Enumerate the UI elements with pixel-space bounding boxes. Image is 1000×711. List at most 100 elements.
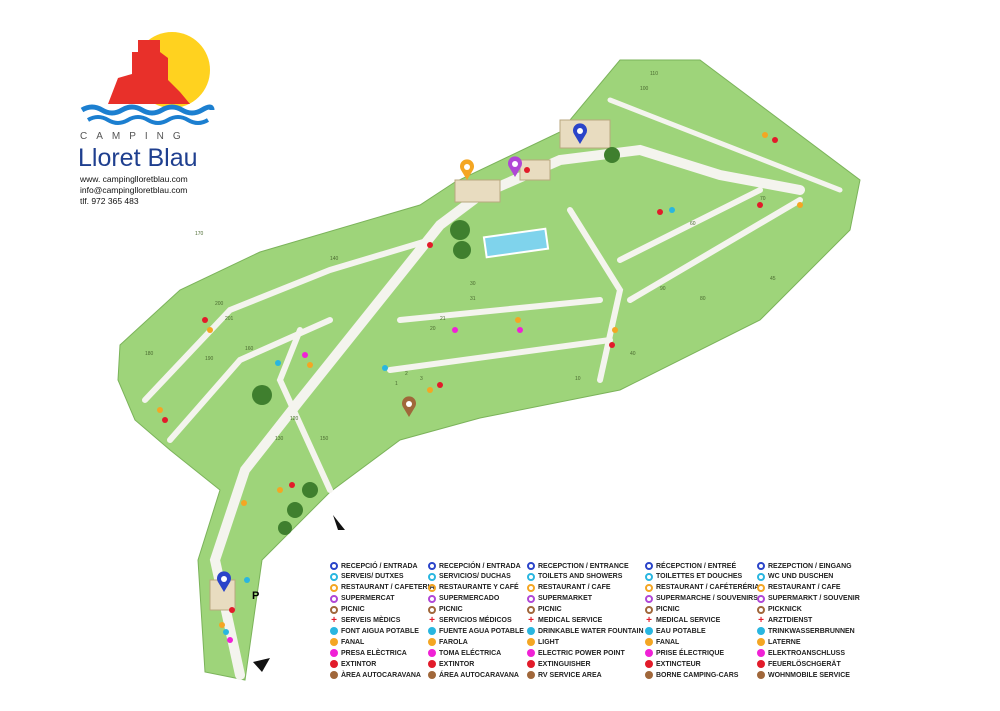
- red-dot-icon: [757, 660, 765, 669]
- pitch-number: 180: [145, 351, 154, 357]
- legend-label: RECEPCIÓ / ENTRADA: [341, 562, 418, 570]
- legend-item: ÁREA AUTOCARAVANA: [428, 670, 519, 680]
- legend-item: PRISE ÉLECTRIQUE: [645, 648, 724, 658]
- red-service-dot: [202, 317, 208, 323]
- magenta-dot-icon: [757, 649, 765, 658]
- medical-cross-icon: +: [646, 614, 652, 626]
- legend-label: EXTINTOR: [439, 660, 475, 668]
- legend-item: EXTINTOR: [428, 659, 474, 669]
- cyan-dot-icon: [527, 627, 535, 636]
- pitch-number: 140: [330, 256, 339, 262]
- orange-pin-icon: [527, 583, 535, 592]
- reception-pin-icon[interactable]: [573, 123, 587, 144]
- red-dot-icon: [428, 660, 436, 669]
- purple-pin-icon: [645, 594, 653, 603]
- entrance-arrow-icon: [253, 658, 270, 672]
- legend-item: LATERNE: [757, 637, 801, 647]
- orange-service-dot: [515, 317, 521, 323]
- legend-item: TRINKWASSERBRUNNEN: [757, 626, 855, 636]
- magenta-service-dot: [227, 637, 233, 643]
- pitch-number: 80: [700, 296, 706, 302]
- red-dot-icon: [527, 660, 535, 669]
- legend-label: PICNIC: [341, 606, 365, 614]
- trees: [252, 147, 620, 535]
- legend-item: FAROLA: [428, 637, 468, 647]
- legend-label: ÀREA AUTOCARAVANA: [341, 671, 421, 679]
- orange-service-dot: [762, 132, 768, 138]
- orange-pin-icon: [645, 583, 653, 592]
- brown-dot-icon: [330, 671, 338, 679]
- legend-item: RESTAURANT / CAFE: [527, 583, 611, 593]
- brown-pin-icon: [330, 605, 338, 614]
- orange-pin-icon: [428, 583, 436, 592]
- legend-label: ÁREA AUTOCARAVANA: [439, 671, 519, 679]
- cyan-dot-icon: [645, 627, 653, 636]
- email-link[interactable]: info@campinglloretblau.com: [80, 185, 188, 195]
- legend-item: RECEPCIÓN / ENTRADA: [428, 561, 521, 571]
- entrance-reception-pin-icon[interactable]: [217, 571, 231, 592]
- orange-dot-icon: [527, 638, 535, 647]
- medical-cross-icon: +: [331, 614, 337, 626]
- red-dot-icon: [645, 660, 653, 669]
- legend-item: RECEPCTION / ENTRANCE: [527, 561, 629, 571]
- legend-item: SUPERMARKT / SOUVENIR: [757, 594, 860, 604]
- restaurant-pin-icon[interactable]: [460, 159, 474, 180]
- legend-item: RÉCEPCTION / ENTREÉ: [645, 561, 736, 571]
- cyan-service-dot: [382, 365, 388, 371]
- logo-graphic: [80, 32, 215, 125]
- orange-service-dot: [427, 387, 433, 393]
- blue-pin-icon: [330, 562, 338, 570]
- cyan-pin-icon: [757, 572, 765, 581]
- logo-brand-name: Lloret Blau: [78, 144, 198, 172]
- cyan-dot-icon: [757, 627, 765, 636]
- legend-label: WC UND DUSCHEN: [768, 573, 834, 581]
- legend-item: TOMA ELÉCTRICA: [428, 648, 501, 658]
- pitch-number: 70: [760, 196, 766, 202]
- legend-label: SERVEIS MÈDICS: [341, 617, 401, 624]
- website-link[interactable]: www. campinglloretblau.com: [80, 174, 188, 184]
- legend-label: FANAL: [341, 638, 365, 646]
- pitch-number: 130: [275, 436, 284, 442]
- legend-item: ÀREA AUTOCARAVANA: [330, 670, 421, 680]
- legend-item: ELEKTROANSCHLUSS: [757, 648, 845, 658]
- cyan-service-dot: [669, 207, 675, 213]
- legend-label: FONT AIGUA POTABLE: [341, 627, 419, 635]
- picnic-pin-icon[interactable]: [402, 396, 417, 417]
- legend-item: EAU POTABLE: [645, 626, 706, 636]
- cyan-dot-icon: [428, 627, 436, 636]
- pitch-number: 160: [245, 346, 254, 352]
- legend-item: FANAL: [645, 637, 679, 647]
- orange-pin-icon: [757, 583, 765, 592]
- north-arrow-icon: [333, 515, 345, 530]
- purple-pin-icon: [757, 594, 765, 603]
- legend-label: SERVEIS/ DUTXES: [341, 573, 404, 581]
- legend-item: SUPERMARCHE / SOUVENIRS: [645, 594, 758, 604]
- legend-item: RESTAURANTE Y CAFÉ: [428, 583, 519, 593]
- legend-label: EXTINGUISHER: [538, 660, 591, 668]
- blue-pin-icon: [527, 562, 535, 570]
- orange-service-dot: [797, 202, 803, 208]
- red-service-dot: [289, 482, 295, 488]
- supermarket-pin-icon[interactable]: [507, 156, 522, 177]
- pitch-number: 40: [630, 351, 636, 357]
- buildings: [209, 119, 611, 611]
- legend-label: BORNE CAMPING-CARS: [656, 671, 739, 679]
- legend-item: RV SERVICE AREA: [527, 670, 602, 680]
- orange-pin-icon: [330, 583, 338, 592]
- parking-label: P: [252, 590, 260, 602]
- cyan-dot-icon: [330, 627, 338, 636]
- legend-label: RECEPCTION / ENTRANCE: [538, 562, 629, 570]
- pitch-number: 120: [290, 416, 299, 422]
- red-service-dot: [772, 137, 778, 143]
- legend-label: TOILETTES ET DOUCHES: [656, 573, 743, 581]
- legend-label: PICNIC: [538, 606, 562, 614]
- cyan-pin-icon: [330, 572, 338, 581]
- legend-item: WOHNMOBILE SERVICE: [757, 670, 850, 680]
- brown-dot-icon: [527, 671, 535, 679]
- brown-dot-icon: [757, 671, 765, 679]
- legend-label: SERVICIOS/ DUCHAS: [439, 573, 511, 581]
- brown-dot-icon: [428, 671, 436, 679]
- pitch-number: 90: [660, 286, 666, 292]
- logo-camping-text: CAMPING: [80, 131, 190, 142]
- blue-pin-icon: [645, 562, 653, 570]
